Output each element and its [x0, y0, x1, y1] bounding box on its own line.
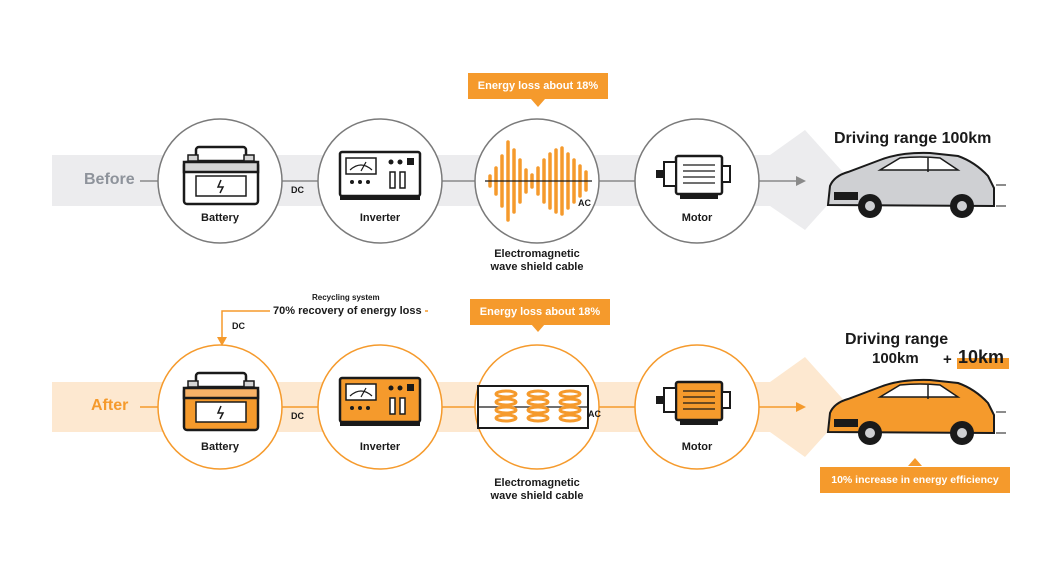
before-row-label: Before — [84, 171, 135, 188]
after-dc-label: DC — [291, 411, 304, 421]
before-battery-node — [157, 118, 283, 244]
after-driving-range-plus: + — [943, 351, 952, 368]
energy-efficiency-callout: 10% increase in energy efficiency — [820, 467, 1010, 493]
before-energy-loss-callout: Energy loss about 18% — [468, 73, 608, 99]
before-motor-label: Motor — [681, 212, 713, 224]
before-driving-range: Driving range 100km — [834, 130, 992, 147]
after-driving-range-title: Driving range — [845, 331, 949, 348]
shielded-cable-icon — [477, 385, 589, 429]
motor-icon — [656, 380, 731, 425]
before-car-icon — [826, 151, 1006, 218]
battery-icon — [182, 371, 260, 432]
inverter-icon — [338, 150, 422, 200]
after-energy-loss-callout: Energy loss about 18% — [470, 299, 610, 325]
before-battery-label: Battery — [201, 212, 239, 224]
before-dc-label: DC — [291, 185, 304, 195]
after-battery-label: Battery — [201, 441, 239, 453]
before-cable-label: Electromagnetic wave shield cable — [490, 248, 584, 273]
after-car-icon — [826, 378, 1006, 445]
after-ac-label: AC — [588, 409, 601, 419]
after-motor-node — [634, 344, 760, 470]
battery-icon — [182, 145, 260, 206]
motor-icon — [656, 154, 731, 199]
before-motor-node — [634, 118, 760, 244]
before-ac-label: AC — [578, 198, 591, 208]
after-inverter-label: Inverter — [359, 441, 401, 453]
recycling-system-label: Recycling system — [312, 293, 380, 302]
recycling-recovery-label: 70% recovery of energy loss — [270, 305, 425, 317]
before-cable-node — [474, 118, 600, 244]
after-battery-node — [157, 344, 283, 470]
after-motor-label: Motor — [681, 441, 713, 453]
after-driving-range-base: 100km — [872, 350, 919, 367]
after-inverter-node — [317, 344, 443, 470]
after-driving-range-extra: 10km — [958, 347, 1005, 367]
after-cable-label: Electromagnetic wave shield cable — [490, 477, 584, 502]
recycling-dc-label: DC — [232, 321, 245, 331]
inverter-icon — [338, 376, 422, 426]
after-cable-node — [474, 344, 600, 470]
before-inverter-node — [317, 118, 443, 244]
after-row-label: After — [91, 397, 129, 414]
before-inverter-label: Inverter — [359, 212, 401, 224]
